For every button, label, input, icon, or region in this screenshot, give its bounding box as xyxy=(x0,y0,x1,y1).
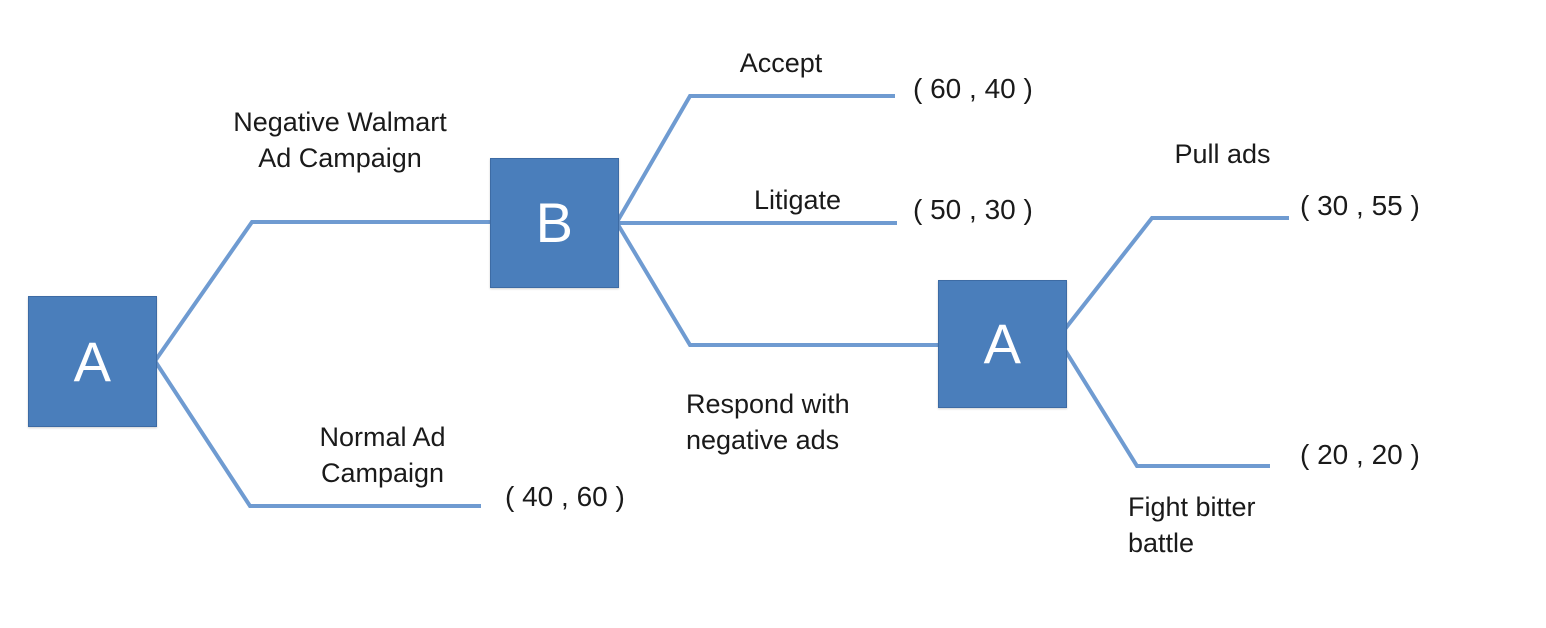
payoff-normal-ad-campaign: ( 40 , 60 ) xyxy=(505,481,625,512)
decision-node-b[interactable]: B xyxy=(490,158,619,288)
edge-label-litigate: Litigate xyxy=(753,185,842,215)
decision-node-a-second-label: A xyxy=(983,312,1022,375)
edge-label-accept: Accept xyxy=(739,48,823,78)
payoff-fight-bitter-battle: ( 20 , 20 ) xyxy=(1300,439,1420,470)
payoff-pull-ads: ( 30 , 55 ) xyxy=(1300,190,1420,221)
edge-label-pull-ads: Pull ads xyxy=(1174,139,1271,169)
decision-node-a-root[interactable]: A xyxy=(28,296,157,427)
edge-label-fight-bitter-battle: Fight bitter battle xyxy=(1128,492,1256,558)
edge-fight-bitter-battle xyxy=(1063,348,1270,468)
edge-label-normal-ad-campaign: Normal Ad Campaign xyxy=(319,422,446,488)
decision-node-a-second[interactable]: A xyxy=(938,280,1067,408)
payoff-accept: ( 60 , 40 ) xyxy=(913,73,1033,104)
edge-pull-ads xyxy=(1063,216,1289,331)
edge-label-respond-with-negative-ads: Respond with negative ads xyxy=(686,389,850,455)
edge-label-negative-walmart-ad-campaign: Negative Walmart Ad Campaign xyxy=(233,107,447,173)
decision-node-a-root-label: A xyxy=(73,329,112,393)
edge-respond-with-negative-ads xyxy=(615,221,940,347)
payoff-litigate: ( 50 , 30 ) xyxy=(913,194,1033,225)
edge-negative-walmart-ad-campaign xyxy=(153,220,492,363)
decision-node-b-label: B xyxy=(535,191,574,254)
